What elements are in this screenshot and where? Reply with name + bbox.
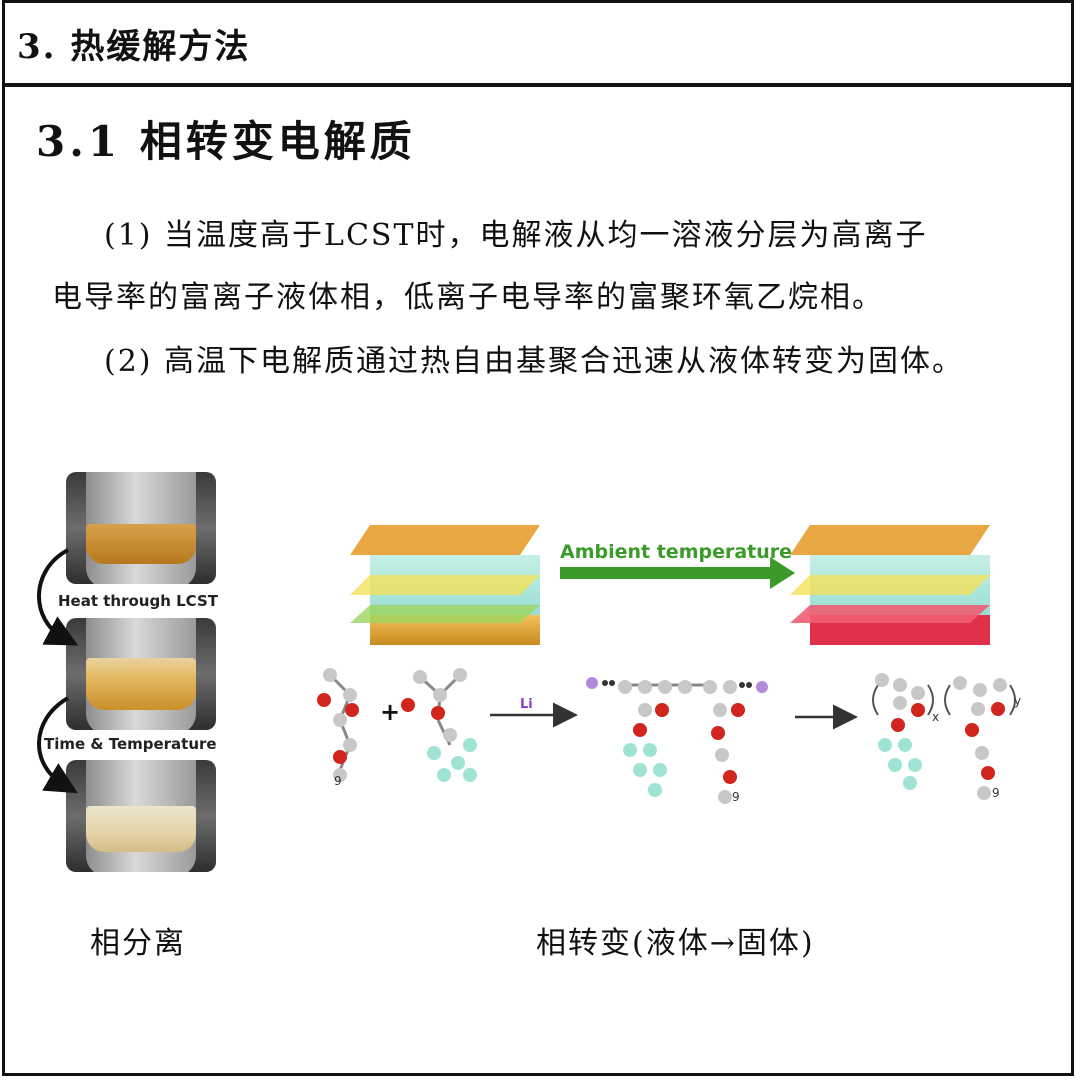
subscript-9-c: 9 [992, 786, 1000, 800]
paragraph-1-line-2: 电导率的富离子液体相，低离子电导率的富聚环氧乙烷相。 [52, 280, 884, 315]
diagram-svg: 9 + Li [317, 525, 1021, 804]
subscript-9-a: 9 [334, 774, 342, 788]
monomer-1: 9 [317, 668, 359, 788]
curved-arrows [37, 548, 79, 794]
battery-cell-solid [790, 525, 990, 645]
phase-transition-figure: 9 + Li [310, 505, 1050, 825]
caption-phase-transition: 相转变(液体→固体) [536, 926, 815, 961]
phase-separation-figure: Heat through LCST Time & Temperature [30, 470, 230, 880]
monomer-2 [401, 668, 477, 782]
ambient-temperature-label: Ambient temperature [560, 541, 793, 563]
label-heat-through-lcst: Heat through LCST [56, 592, 220, 610]
subscript-y: y [1014, 694, 1021, 708]
copolymer: x y 9 [872, 673, 1021, 800]
vial-photo-cured [66, 760, 216, 872]
subscript-x: x [932, 710, 939, 724]
vial-photo-initial [66, 472, 216, 584]
curved-arrow-1 [37, 548, 79, 646]
li-reaction-arrow: Li [490, 697, 578, 728]
product-polymer: 9 [586, 677, 768, 804]
paragraph-2: (2) 高温下电解质通过热自由基聚合迅速从液体转变为固体。 [104, 344, 965, 379]
vial-photo-heated [66, 618, 216, 730]
section-title: 3.1 相转变电解质 [36, 117, 416, 166]
curved-arrow-2 [37, 696, 78, 794]
header-bar: 3. 热缓解方法 [5, 3, 1071, 87]
li-label: Li [520, 697, 533, 712]
battery-cell-liquid [350, 525, 540, 645]
ambient-temperature-arrow [560, 557, 795, 589]
header-title: 3. 热缓解方法 [17, 26, 251, 67]
paragraph-1-line-1: (1) 当温度高于LCST时，电解液从均一溶液分层为高离子 [104, 218, 928, 253]
plus-sign: + [380, 698, 400, 726]
subscript-9-b: 9 [732, 790, 740, 804]
label-time-temperature: Time & Temperature [42, 735, 219, 753]
caption-phase-separation: 相分离 [90, 926, 186, 961]
